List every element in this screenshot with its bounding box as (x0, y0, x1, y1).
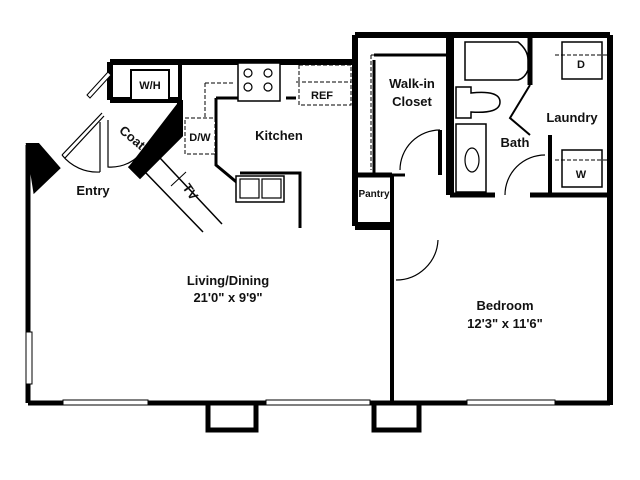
pantry-label: Pantry (358, 189, 390, 200)
entry-label: Entry (76, 183, 110, 198)
dishwasher-label: D/W (189, 132, 211, 144)
living-dining-label: Living/Dining (187, 273, 269, 288)
bottom-bumpouts (205, 400, 422, 433)
washer-label: W (576, 169, 587, 181)
windows (25, 71, 556, 406)
living-dining-dimensions: 21'0" x 9'9" (193, 290, 262, 305)
kitchen-label: Kitchen (255, 128, 303, 143)
walk-in-closet-label-2: Closet (392, 94, 432, 109)
walk-in-closet-label-1: Walk-in (389, 76, 435, 91)
fixtures (130, 41, 610, 203)
doors (61, 84, 546, 281)
dryer-label: D (577, 59, 585, 71)
bedroom-dimensions: 12'3" x 11'6" (467, 316, 543, 331)
bath-label: Bath (501, 135, 530, 150)
refrigerator-label: REF (311, 90, 333, 102)
water-heater-label: W/H (139, 80, 160, 92)
laundry-label: Laundry (546, 110, 598, 125)
interior-walls (110, 35, 610, 405)
bedroom-label: Bedroom (476, 298, 533, 313)
